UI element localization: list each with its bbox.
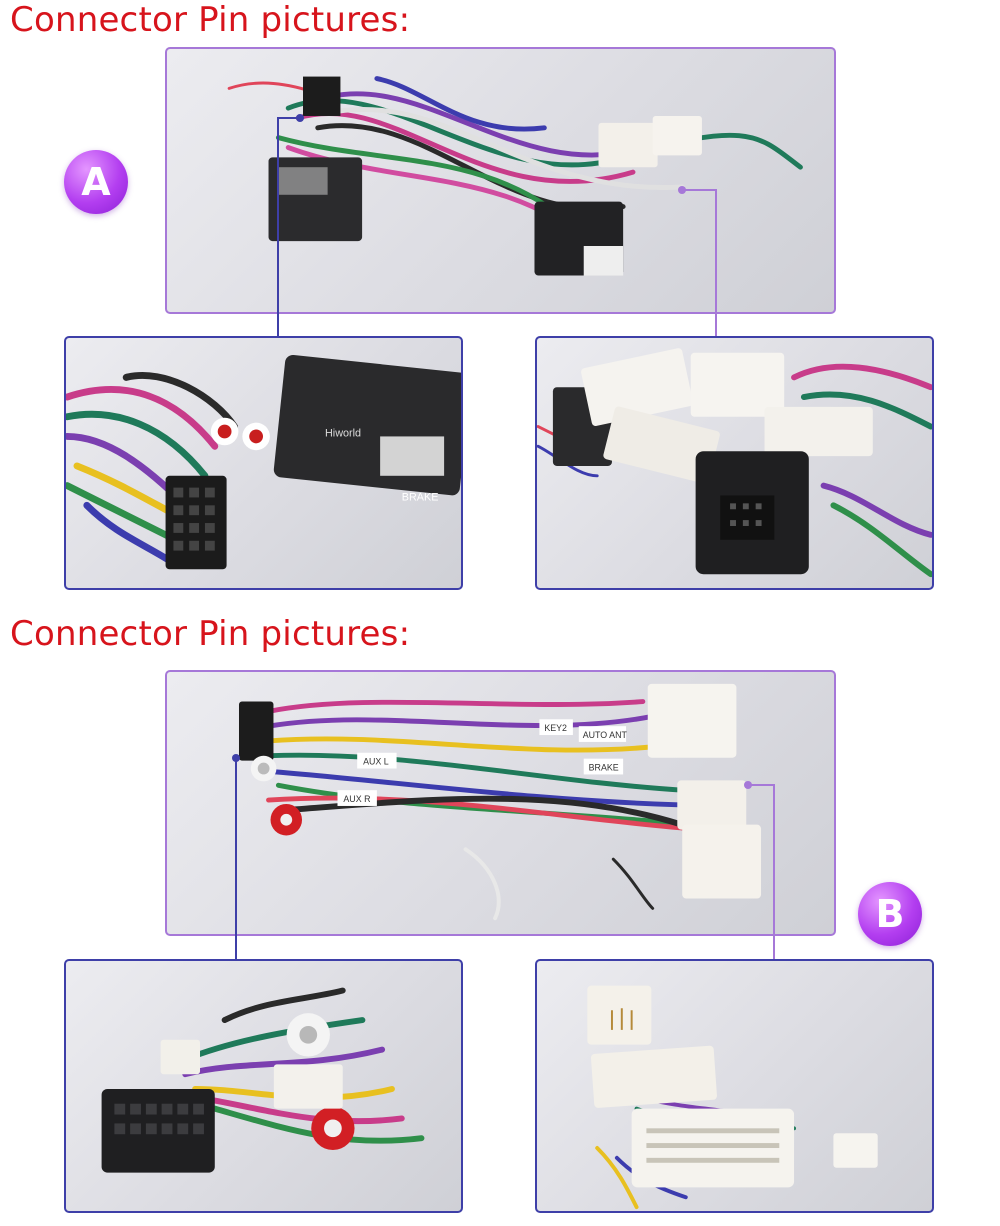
white-connectors-illustration [587,985,878,1210]
section-b-heading: Connector Pin pictures: [10,614,411,654]
label-brake: BRAKE [589,762,619,772]
label-aux-l: AUX L [363,757,389,767]
harness-b-connectors-closeup-photo [535,959,934,1213]
connectors-closeup-illustration [537,348,932,578]
label-aux-r: AUX R [343,794,370,804]
harness-b-plug-closeup-photo [64,959,463,1213]
harness-a-connectors-closeup-photo [535,336,934,590]
section-a-heading: Connector Pin pictures: [10,0,411,40]
badge-a: A [64,150,128,214]
harness-b-overview-photo: KEY2 AUTO ANT BRAKE AUX L AUX R [165,670,836,936]
harness-a-overview-illustration [227,76,803,276]
module-brand-label: Hiworld [325,427,361,439]
label-auto-ant: AUTO ANT [583,730,628,740]
badge-b: B [858,882,922,946]
module-brake-label: BRAKE [402,491,439,503]
harness-a-module-closeup-photo: BRAKE Hiworld [64,336,463,590]
harness-b-overview-illustration: KEY2 AUTO ANT BRAKE AUX L AUX R [238,683,762,921]
label-key2: KEY2 [544,723,567,733]
module-closeup-illustration: BRAKE Hiworld [66,354,461,570]
plug-closeup-illustration [101,987,425,1173]
harness-a-overview-photo [165,47,836,314]
